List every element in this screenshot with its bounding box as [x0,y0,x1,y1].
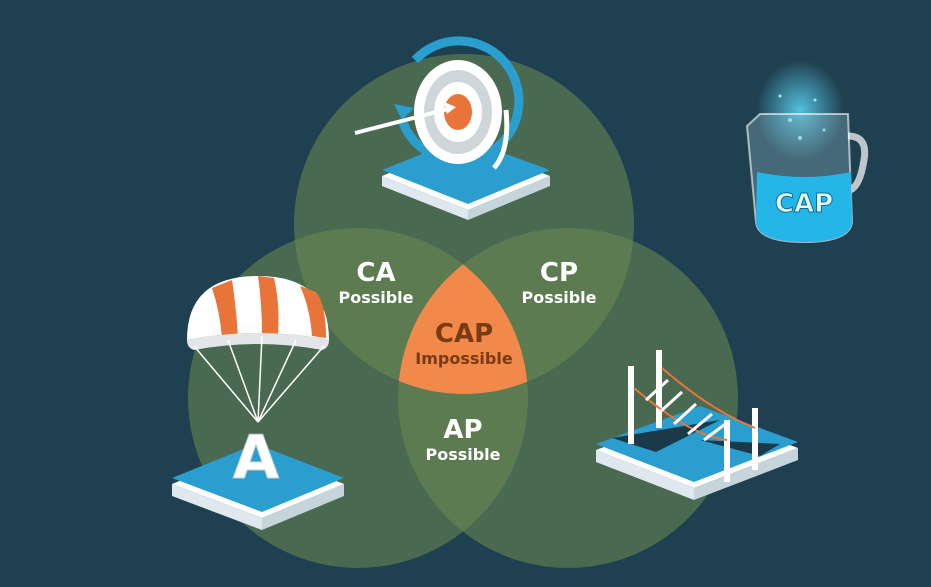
region-ap-label: AP Possible [425,415,500,464]
region-cap-label: CAP Impossible [415,319,513,368]
parachute-icon: A [172,276,344,530]
region-ap-subtitle: Possible [425,445,500,464]
region-ap-title: AP [443,415,482,445]
cap-center-region [398,228,528,394]
jar-label: CAP [775,189,833,219]
parachute-letter: A [233,423,280,493]
target-arrow-icon [354,36,550,220]
region-ca-subtitle: Possible [338,288,413,307]
region-ca-title: CA [356,258,395,288]
measuring-jug-icon: CAP [745,60,869,244]
rope-bridge-icon [596,350,798,500]
region-cap-subtitle: Impossible [415,349,513,368]
region-cp-label: CP Possible [521,258,596,307]
region-cp-subtitle: Possible [521,288,596,307]
region-cap-title: CAP [435,319,493,349]
region-cp-title: CP [540,258,578,288]
region-ca-label: CA Possible [338,258,413,307]
